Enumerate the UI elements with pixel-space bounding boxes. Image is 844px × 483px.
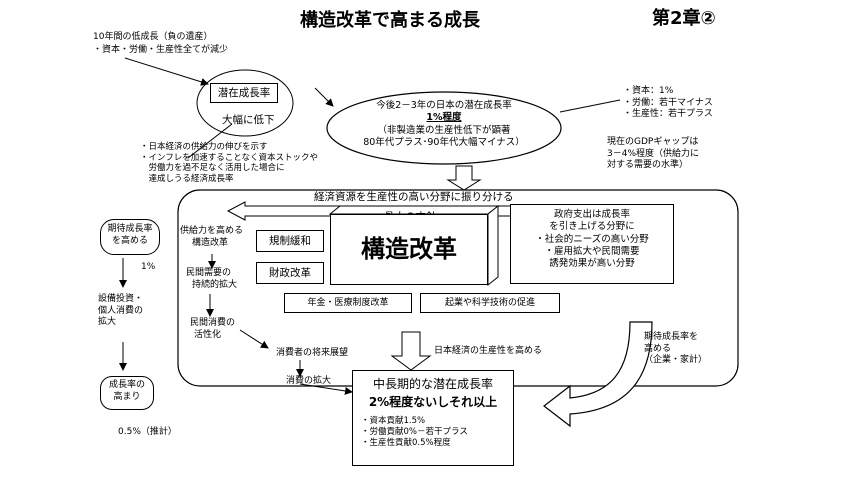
supply-capacity-label: 供給力を高める 構造改革 xyxy=(180,226,244,248)
one-percent-label: 1% xyxy=(141,262,156,272)
right-expected-label: 期待成長率を 高める （企業・家計） xyxy=(644,332,708,366)
result-box: 中長期的な潜在成長率 2%程度ないしそれ以上 ・資本貢献1.5% ・労働貢献0%… xyxy=(352,370,514,466)
legacy-line2: ・資本・労働・生産性全てが減少 xyxy=(93,45,229,55)
curved-arrow-right xyxy=(543,321,653,428)
page-title: 構造改革で高まる成長 xyxy=(300,10,480,31)
reallocation-label: 経済資源を生産性の高い分野に振り分ける xyxy=(314,191,514,204)
chapter-label: 第2章② xyxy=(652,8,716,29)
result-productivity: ・生産性貢献0.5%程度 xyxy=(361,438,451,449)
arrow-legacy-to-potential xyxy=(124,57,209,86)
result-value: 2%程度ないしそれ以上 xyxy=(368,395,498,409)
result-title: 中長期的な潜在成長率 xyxy=(372,377,493,391)
consumption-activate-label: 民間消費の 活性化 xyxy=(190,318,236,340)
arrow-potential-to-ellipse xyxy=(314,87,334,107)
potential-circle xyxy=(196,69,294,137)
expected-growth-box: 期待成長率 を高める xyxy=(100,219,160,255)
result-capital: ・資本貢献1.5% xyxy=(361,416,426,426)
startup-science-box: 起業や科学技術の促進 xyxy=(420,293,560,313)
potential-box: 潜在成長率 xyxy=(210,83,278,103)
deregulation-box: 規制緩和 xyxy=(256,230,324,252)
big-drop-label: 大幅に低下 xyxy=(222,114,275,126)
productivity-label: 日本経済の生産性を高める xyxy=(434,346,543,356)
gdp-gap-note: 現在のGDPギャップは 3－4%程度（供給力に 対する需要の水準） xyxy=(607,137,700,171)
estimate-label: 0.5%（推計） xyxy=(118,427,177,437)
growth-rise-box: 成長率の 高まり xyxy=(100,376,154,410)
consumer-outlook-label: 消費者の将来展望 xyxy=(276,348,349,358)
private-demand-label: 民間需要の 持続的拡大 xyxy=(186,268,238,290)
potential-ellipse xyxy=(326,91,562,165)
fat-arrow-ellipse-down xyxy=(446,165,482,191)
ellipse-text: 今後2－3年の日本の潜在成長率 1%程度 （非製造業の生産性低下が顕著 80年代… xyxy=(363,100,525,149)
investment-label: 設備投資・ 個人消費の 拡大 xyxy=(98,294,144,328)
factors-list: ・資本：1% ・労働：若干マイナス ・生産性：若干プラス xyxy=(623,86,713,120)
fat-arrow-productivity xyxy=(390,331,432,371)
consumption-expand-label: 消費の拡大 xyxy=(286,376,332,386)
pension-reform-box: 年金・医療制度改革 xyxy=(284,293,412,313)
result-labor: ・労働貢献0%－若干プラス xyxy=(361,427,468,438)
structural-reform-box: 構造改革 xyxy=(330,214,488,285)
fiscal-reform-box: 財政改革 xyxy=(256,262,324,284)
gov-spending-box: 政府支出は成長率 を引き上げる分野に ・社会的ニーズの高い分野 ・雇用拡大や民間… xyxy=(510,204,674,284)
legacy-line1: 10年間の低成長（負の遺産） xyxy=(93,32,213,42)
supply-notes: ・日本経済の供給力の伸びを示す ・インフレを加速することなく資本ストックや 労働… xyxy=(140,142,318,184)
